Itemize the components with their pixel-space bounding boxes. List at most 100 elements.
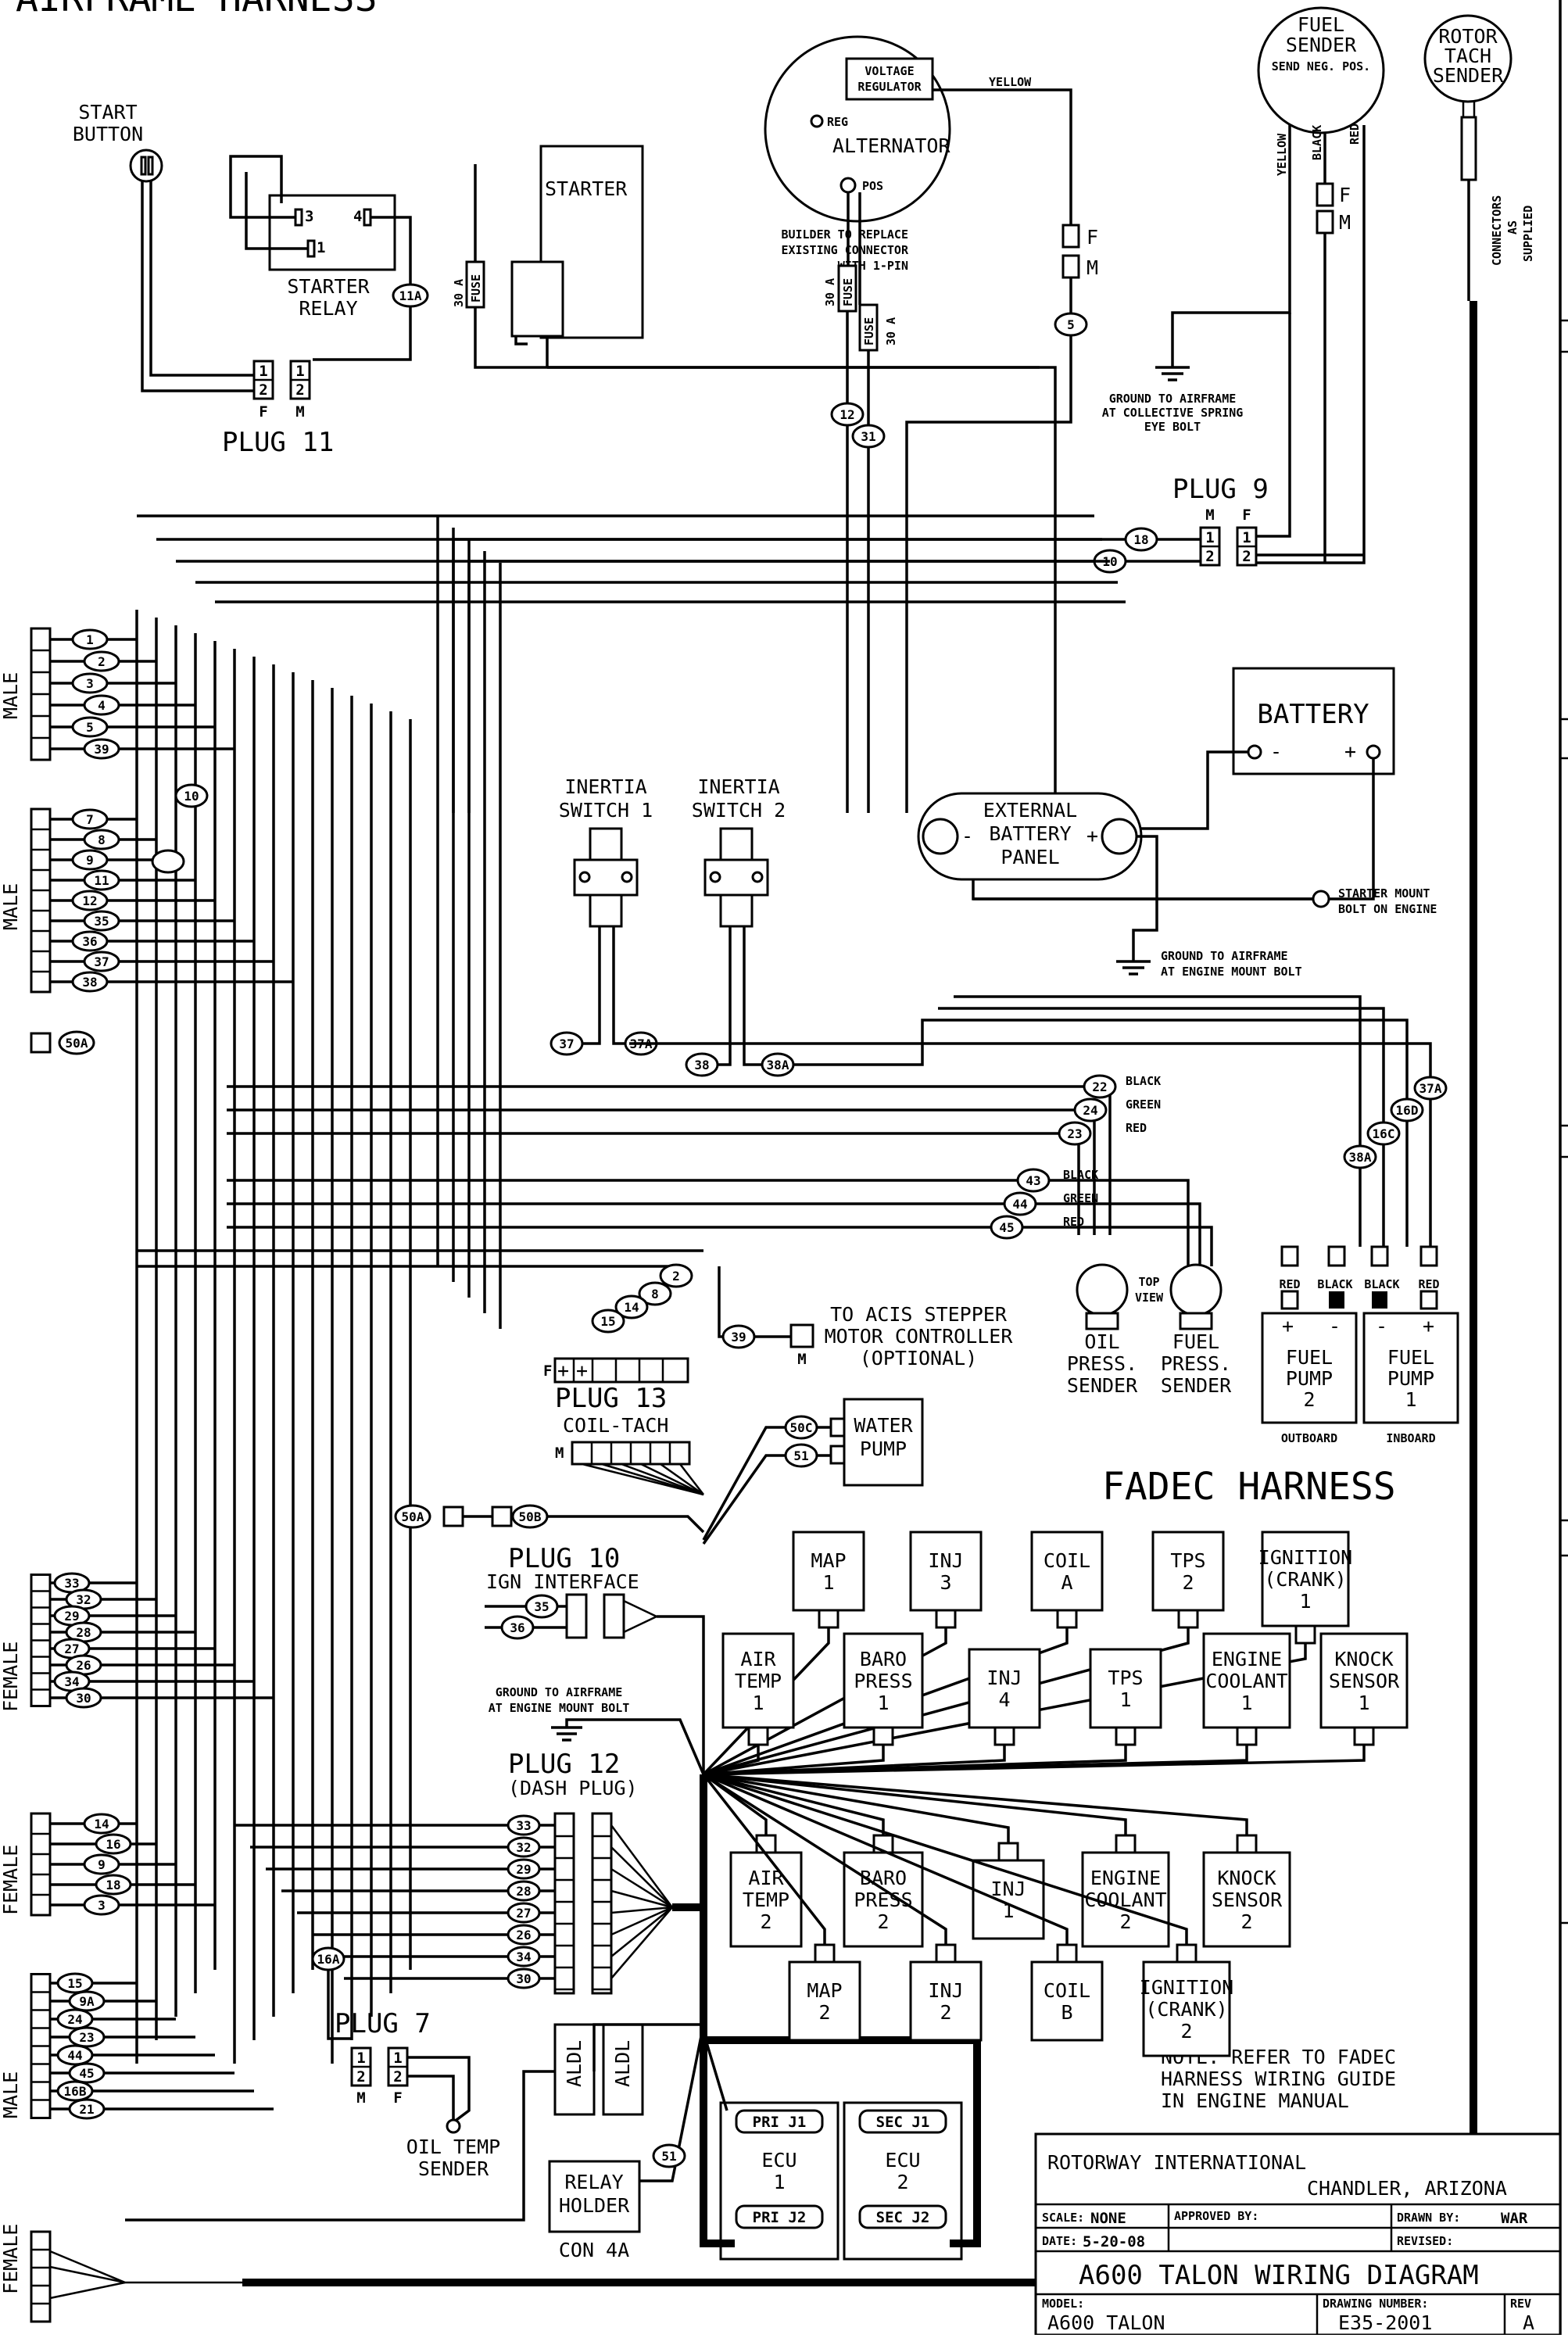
fadec-sensor-label: 1 bbox=[1119, 1688, 1131, 1711]
starter-relay-label: STARTER bbox=[287, 275, 370, 298]
wire bbox=[407, 2075, 455, 2122]
wire-tag bbox=[65, 1687, 102, 1709]
fadec-sensor-label: 2 bbox=[1240, 1910, 1252, 1933]
pump-terminal bbox=[1370, 1245, 1389, 1267]
terminal-icon bbox=[621, 871, 633, 883]
pin-number: 2 bbox=[1205, 548, 1214, 565]
oil-press-label: SENDER bbox=[1067, 1374, 1138, 1397]
wire-color: BLACK bbox=[1364, 1277, 1399, 1291]
start-button-label: BUTTON bbox=[73, 123, 143, 145]
wire-number: 8 bbox=[98, 832, 106, 847]
wire-tag bbox=[1124, 527, 1158, 552]
relay-pin: 3 bbox=[305, 208, 313, 225]
fuel-press-label: FUEL bbox=[1172, 1330, 1219, 1353]
pump-terminal bbox=[1280, 1290, 1299, 1310]
fuse-rating: 30 A bbox=[884, 317, 898, 346]
starter-relay-label: RELAY bbox=[299, 297, 357, 320]
fadec-sensor-connector bbox=[1236, 1726, 1258, 1746]
wire-tag bbox=[1003, 1191, 1037, 1216]
wire bbox=[623, 1599, 659, 1634]
wire-number: 1 bbox=[86, 632, 94, 647]
wire bbox=[718, 1266, 791, 1338]
inertia-switch1-base bbox=[589, 893, 623, 928]
wire bbox=[703, 1773, 885, 1835]
wire bbox=[703, 1627, 1190, 1776]
relay-pin: 4 bbox=[353, 208, 362, 225]
plug13-label: PLUG 13 bbox=[555, 1383, 667, 1414]
wire-tag bbox=[68, 1990, 106, 2012]
company-city: CHANDLER, ARIZONA bbox=[1307, 2177, 1507, 2200]
plug-gender: M bbox=[1205, 507, 1214, 524]
date-label: DATE: bbox=[1042, 2234, 1077, 2248]
wire bbox=[563, 926, 601, 1045]
wire bbox=[703, 1745, 760, 1776]
fadec-sensor-connector bbox=[1115, 1726, 1137, 1746]
aldl-label: ALDL bbox=[563, 2040, 585, 2087]
plug-gender: M bbox=[555, 1445, 564, 1462]
wire-number: 24 bbox=[1083, 1103, 1097, 1118]
male2-connector bbox=[30, 807, 52, 994]
oil-press-sender-icon bbox=[1076, 1263, 1129, 1316]
wire bbox=[702, 1454, 831, 1545]
inertia-switch2-icon bbox=[719, 827, 754, 861]
wire-tag bbox=[56, 1972, 94, 1994]
ebp-label: BATTERY bbox=[989, 822, 1071, 845]
wire-tag bbox=[524, 1594, 559, 1619]
connector-gender-label: MALE bbox=[0, 883, 22, 930]
wire-tag bbox=[83, 1813, 120, 1835]
approved-label: APPROVED BY: bbox=[1174, 2209, 1258, 2223]
fadec-sensor-label: IGNITION bbox=[1140, 1976, 1233, 1999]
oil-temp-label: OIL TEMP bbox=[406, 2136, 500, 2158]
fadec-sensor-box bbox=[968, 1648, 1041, 1729]
wire-number: 31 bbox=[861, 429, 875, 444]
aldl-box bbox=[602, 2023, 644, 2116]
terminal-icon bbox=[578, 871, 591, 883]
battery-neg-terminal bbox=[1247, 744, 1262, 760]
wire bbox=[703, 1773, 1010, 1843]
wire-tag bbox=[659, 1263, 693, 1288]
terminal-icon bbox=[810, 114, 824, 128]
acis-label: MOTOR CONTROLLER bbox=[825, 1325, 1014, 1348]
wire bbox=[702, 1426, 831, 1541]
battery-neg: - bbox=[1270, 740, 1282, 763]
fadec-sensor-label: 2 bbox=[877, 1910, 889, 1933]
wire-tag bbox=[68, 2026, 106, 2048]
fuse-label: FUSE bbox=[862, 317, 876, 346]
wire-tag bbox=[83, 910, 120, 932]
terminal-icon bbox=[839, 177, 857, 194]
connectors-note: AS bbox=[1505, 220, 1520, 235]
wire-tag bbox=[151, 849, 185, 874]
ground-note: EYE BOLT bbox=[1144, 420, 1201, 434]
fadec-sensor-label: SENSOR bbox=[1212, 1889, 1283, 1911]
wire bbox=[1256, 313, 1291, 538]
wire-number: 34 bbox=[516, 1950, 531, 1964]
wire-tag bbox=[1054, 312, 1088, 337]
wire bbox=[933, 88, 1072, 235]
inertia-switch1-icon bbox=[589, 827, 623, 861]
fadec-sensor-label: KNOCK bbox=[1217, 1867, 1276, 1889]
fadec-sensor-connector bbox=[1236, 1834, 1258, 1854]
wire-number: 44 bbox=[1012, 1197, 1027, 1212]
alternator-label: ALTERNATOR bbox=[832, 134, 950, 157]
acis-label: TO ACIS STEPPER bbox=[830, 1303, 1008, 1326]
wire-number: 9 bbox=[86, 853, 94, 868]
fadec-note: HARNESS WIRING GUIDE bbox=[1161, 2068, 1396, 2090]
connector-50b bbox=[491, 1506, 513, 1527]
title-block: ROTORWAY INTERNATIONAL CHANDLER, ARIZONA… bbox=[1034, 2132, 1562, 2336]
wire bbox=[703, 1773, 1127, 1835]
fuel-press-label: SENDER bbox=[1161, 1374, 1232, 1397]
wire-color: BLACK bbox=[1063, 1168, 1098, 1182]
fadec-sensor-label: PRESS bbox=[854, 1670, 912, 1692]
wire-color: BLACK bbox=[1317, 1277, 1352, 1291]
ebp-label: EXTERNAL bbox=[983, 799, 1077, 822]
drawing-number: E35-2001 bbox=[1338, 2311, 1432, 2334]
wire-tag bbox=[394, 1504, 431, 1529]
wire-tag bbox=[71, 971, 109, 993]
wire-number: 28 bbox=[76, 1625, 91, 1640]
wire-color: RED bbox=[1063, 1215, 1084, 1229]
fadec-sensor-box bbox=[1319, 1632, 1409, 1729]
wire bbox=[610, 1867, 673, 1909]
wire-color: RED bbox=[1126, 1121, 1147, 1135]
wire-number: 16A bbox=[317, 1952, 340, 1967]
acis-label: (OPTIONAL) bbox=[860, 1347, 978, 1370]
